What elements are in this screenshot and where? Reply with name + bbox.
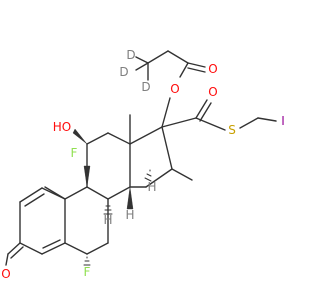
bond xyxy=(86,242,109,255)
bond xyxy=(167,50,189,64)
fluorine-label: F xyxy=(71,146,78,160)
atom-label-layer: D D D O O O HO S I F F O H H H xyxy=(1,48,285,281)
ester-carbonyl-oxygen-label: O xyxy=(208,62,217,76)
wedge-bond xyxy=(83,165,91,188)
bond xyxy=(145,168,173,188)
bond xyxy=(64,242,88,255)
bond xyxy=(19,242,43,255)
thioester-oxygen-label: O xyxy=(208,85,217,99)
bond xyxy=(42,239,61,249)
molecule-structure: D D D O O O HO S I F F O H H H xyxy=(1,48,285,281)
bond xyxy=(179,62,189,78)
hashed-bond xyxy=(103,201,113,215)
bond xyxy=(239,117,259,129)
bond-layer xyxy=(5,50,277,266)
hashed-bond xyxy=(144,169,152,182)
bond xyxy=(7,242,21,255)
structure-canvas: D D D O O O HO S I F F O H H H xyxy=(1,48,285,281)
deuterium-label: D xyxy=(126,48,135,62)
bond xyxy=(44,186,66,200)
bond xyxy=(257,117,277,122)
bond xyxy=(10,246,24,259)
bond xyxy=(187,62,206,68)
bond xyxy=(161,126,173,170)
bond xyxy=(161,97,171,128)
hydroxyl-label: HO xyxy=(53,120,71,134)
bond xyxy=(135,56,149,64)
bond xyxy=(41,242,66,255)
stereo-layer xyxy=(72,128,152,266)
bond xyxy=(19,187,43,203)
deuterium-label: D xyxy=(141,80,150,94)
sulfur-label: S xyxy=(228,123,236,137)
bond xyxy=(86,186,109,200)
hydrogen-label: H xyxy=(103,213,112,227)
ketone-oxygen-label: O xyxy=(1,267,10,281)
bond xyxy=(195,99,208,119)
bond xyxy=(147,50,169,64)
bond xyxy=(107,186,131,200)
bond xyxy=(199,102,212,122)
bond xyxy=(187,67,206,73)
bond xyxy=(135,62,149,71)
iodine-label: I xyxy=(281,114,285,128)
wedge-bond xyxy=(126,186,134,210)
bond xyxy=(64,186,88,200)
bond xyxy=(161,117,197,128)
deuterium-label: D xyxy=(119,65,128,79)
wedge-bond xyxy=(72,128,88,145)
hydrogen-label: H xyxy=(147,180,156,194)
bond xyxy=(171,168,193,181)
bond xyxy=(24,193,45,207)
bond xyxy=(195,117,226,131)
hydrogen-label: H xyxy=(125,208,134,222)
ester-oxygen-label: O xyxy=(170,82,179,96)
hashed-bond xyxy=(83,256,91,266)
fluorine-label: F xyxy=(84,265,91,279)
bond xyxy=(129,126,163,145)
bond xyxy=(86,132,109,145)
bond xyxy=(5,253,9,266)
bond xyxy=(107,132,131,145)
